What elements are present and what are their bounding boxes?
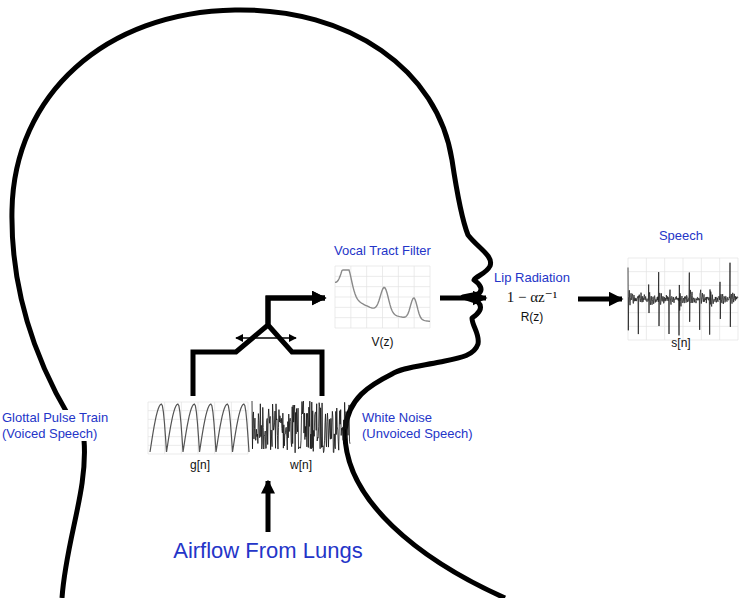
speech-waveform xyxy=(628,263,738,336)
signal-arrow xyxy=(193,298,325,396)
block-symbol: w[n] xyxy=(252,458,350,472)
block-title: Lip Radiation xyxy=(486,270,578,286)
glottal-source: Glottal Pulse Train (Voiced Speech) g[n] xyxy=(2,396,252,476)
noise-source: White Noise (Unvoiced Speech) w[n] xyxy=(252,396,482,476)
noise-waveform xyxy=(252,401,350,453)
block-symbol: g[n] xyxy=(148,458,252,472)
head-outline xyxy=(12,10,505,598)
block-symbol: s[n] xyxy=(622,336,740,350)
plot-grid xyxy=(628,258,738,340)
filter-block: Vocal Tract FilterV(z) xyxy=(325,243,440,353)
block-title: Vocal Tract Filter xyxy=(325,243,440,259)
block-symbol: V(z) xyxy=(325,335,440,349)
block-title: Speech xyxy=(622,228,740,244)
block-title: Glottal Pulse Train (Voiced Speech) xyxy=(2,410,130,441)
radiation-block: Lip Radiation 1 − αz⁻¹ R(z) xyxy=(486,270,578,328)
waveform-plots xyxy=(148,258,738,454)
signal-arrow xyxy=(578,297,622,302)
airflow-arrow xyxy=(266,481,271,532)
block-title: White Noise (Unvoiced Speech) xyxy=(362,410,482,441)
plot-grid xyxy=(148,402,248,454)
glottal-waveform xyxy=(150,404,249,452)
signal-arrow xyxy=(440,296,486,301)
signal-arrow xyxy=(268,298,325,396)
caption-label: Airflow From Lungs xyxy=(138,538,398,564)
block-symbol: R(z) xyxy=(486,310,578,324)
plot-grid xyxy=(335,266,430,328)
speech-output: Speech s[n] xyxy=(622,228,740,354)
filter-response xyxy=(335,270,430,321)
switch-arrow xyxy=(236,337,296,339)
block-symbol: 1 − αz⁻¹ xyxy=(486,288,578,306)
